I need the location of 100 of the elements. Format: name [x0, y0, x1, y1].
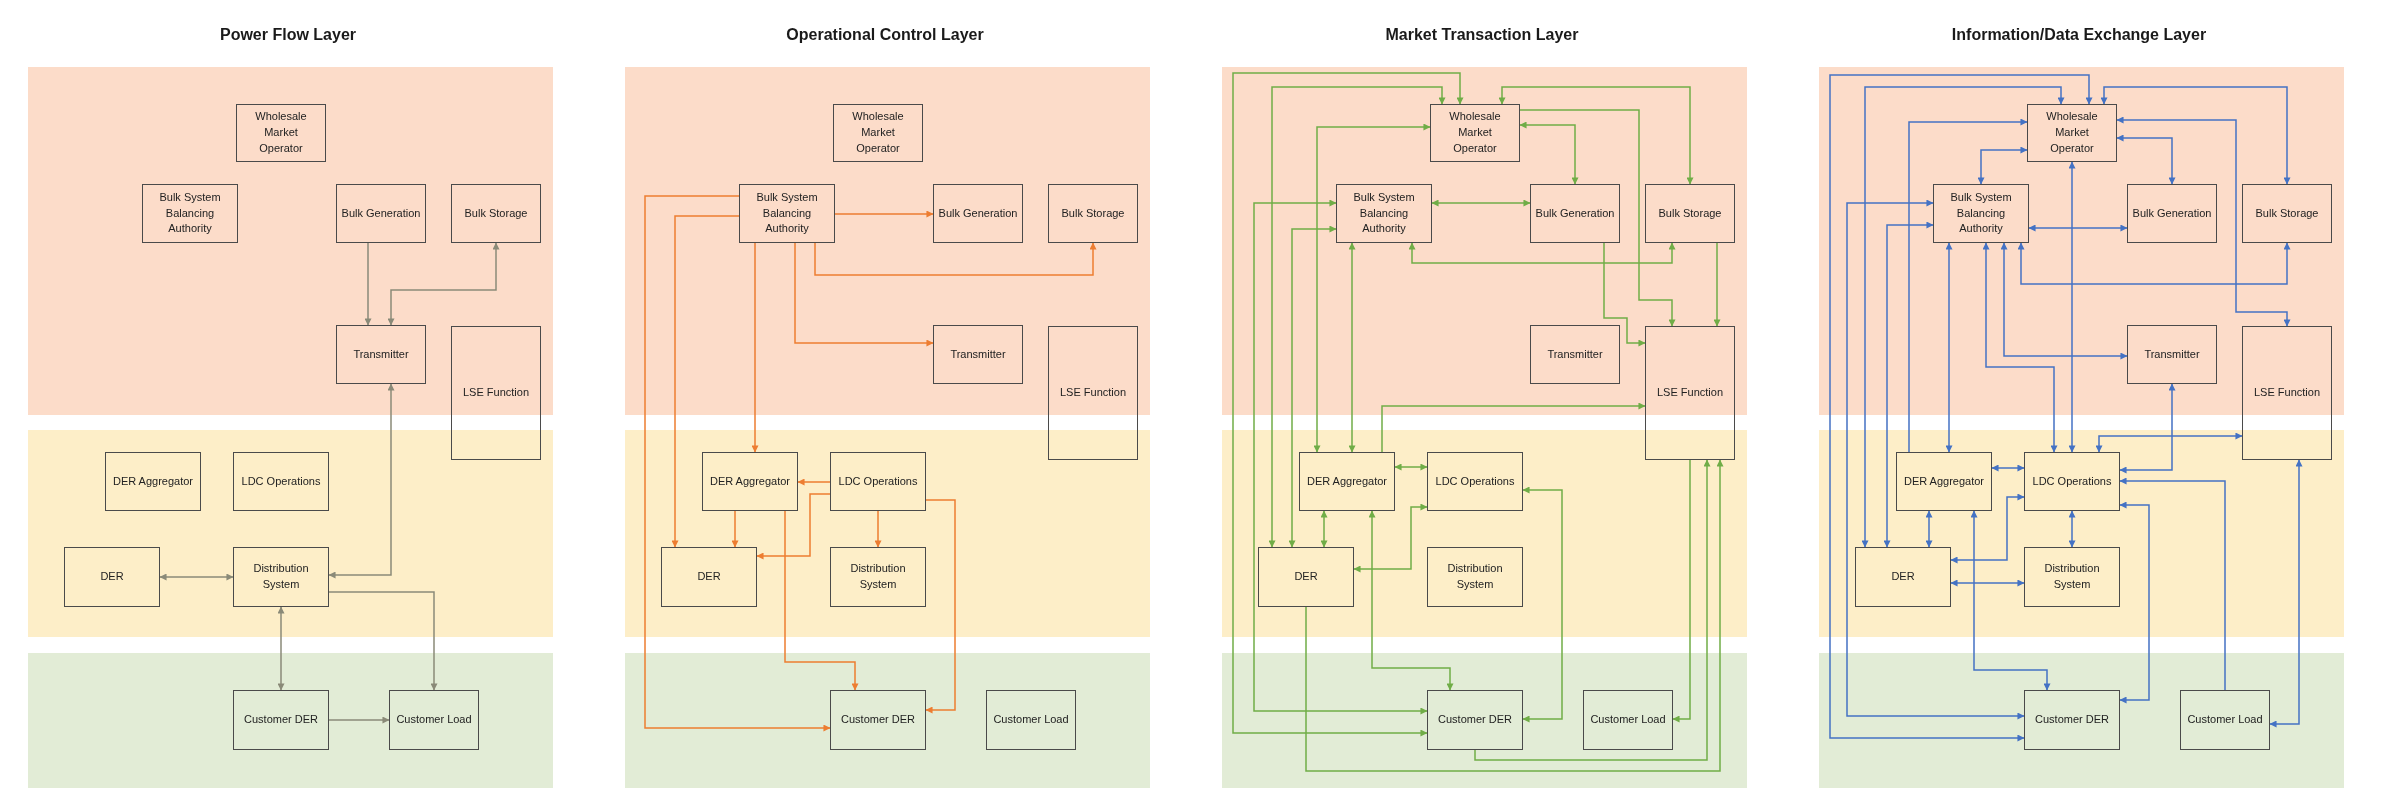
entity-box	[986, 690, 1076, 750]
entity-label: Customer Load	[396, 712, 472, 728]
connector-arrow	[756, 493, 831, 560]
entity-box	[233, 547, 329, 607]
connector-arrow	[834, 210, 934, 218]
entity-box	[1933, 184, 2029, 243]
entity-label: Transmitter	[353, 346, 409, 362]
entity-box	[739, 184, 835, 243]
connector-arrow	[1305, 459, 1724, 772]
connector-arrow	[671, 215, 740, 548]
entity-label: Wholesale Market Operator	[2045, 109, 2099, 156]
entity-box	[233, 452, 329, 511]
entity-box	[2024, 452, 2120, 511]
entity-label: Customer Load	[1590, 712, 1666, 728]
layer-band	[1222, 67, 1747, 415]
panel-title: Information/Data Exchange Layer	[1950, 26, 2208, 44]
entity-label: LDC Operations	[1435, 473, 1515, 489]
entity-label: LDC Operations	[241, 473, 321, 489]
double-arrow	[2119, 501, 2150, 704]
entity-box	[1048, 184, 1138, 243]
entity-box	[1427, 690, 1523, 750]
double-arrow	[1253, 199, 1428, 715]
double-arrow	[1846, 199, 2025, 720]
double-arrow	[1498, 86, 1694, 185]
entity-label: Bulk Storage	[1658, 205, 1722, 221]
double-arrow	[2119, 383, 2176, 474]
entity-label: LDC Operations	[838, 473, 918, 489]
entity-label: Distribution System	[849, 561, 907, 592]
entity-label: Bulk Storage	[464, 205, 528, 221]
entity-label: Bulk Generation	[2132, 205, 2212, 221]
double-arrow	[1394, 463, 1428, 471]
entity-label: DER Aggregator	[1903, 473, 1985, 489]
entity-box	[1427, 452, 1523, 511]
layer-band	[1819, 653, 2344, 788]
entity-label: DER Aggregator	[709, 473, 791, 489]
entity-box	[830, 690, 926, 750]
connector-arrow	[644, 195, 831, 732]
double-arrow	[2100, 86, 2291, 185]
entity-label: DER	[1891, 569, 1915, 585]
entity-box	[236, 104, 326, 162]
entity-label: Distribution System	[2043, 561, 2101, 592]
entity-box	[142, 184, 238, 243]
connector-arrow	[751, 242, 759, 453]
connector-arrow	[1381, 402, 1646, 453]
double-arrow	[1232, 72, 1464, 737]
entity-box	[833, 104, 923, 162]
double-arrow	[1320, 510, 1328, 548]
entity-label: Customer Load	[993, 712, 1069, 728]
entity-label: Customer Load	[2187, 712, 2263, 728]
entity-label: Bulk Storage	[2255, 205, 2319, 221]
entity-box	[830, 452, 926, 511]
double-arrow	[1522, 486, 1563, 723]
connector-arrow	[328, 716, 390, 724]
entity-label: Transmitter	[1547, 346, 1603, 362]
connector-arrow	[874, 510, 882, 548]
connector-arrow	[784, 510, 859, 691]
double-arrow	[328, 383, 395, 579]
double-arrow	[1883, 221, 1934, 548]
entity-box	[933, 325, 1023, 384]
entity-box	[389, 690, 479, 750]
double-arrow	[159, 573, 234, 581]
double-arrow	[1977, 146, 2028, 185]
entity-label: Bulk System Balancing Authority	[1352, 189, 1416, 237]
connector-arrow	[328, 591, 438, 691]
entity-label: Transmitter	[950, 346, 1006, 362]
entity-label: LSE Function	[2253, 385, 2320, 401]
double-arrow	[1313, 123, 1431, 453]
double-arrow	[2028, 224, 2128, 232]
double-arrow	[1268, 86, 1446, 548]
connector-arrow	[1474, 459, 1711, 761]
entity-box	[2024, 547, 2120, 607]
entity-box	[2180, 690, 2270, 750]
double-arrow	[1829, 74, 2093, 742]
panel-title: Market Transaction Layer	[1384, 26, 1580, 44]
entity-label: LSE Function	[1059, 385, 1126, 401]
entity-box	[830, 547, 926, 607]
entity-label: Customer DER	[1438, 712, 1512, 728]
connector-arrow	[1603, 242, 1646, 347]
double-arrow	[1861, 86, 2065, 548]
layer-band	[28, 67, 553, 415]
double-arrow	[1519, 121, 1579, 185]
connector-arrow	[1713, 242, 1721, 327]
entity-label: Customer DER	[244, 712, 318, 728]
connector-arrow	[364, 242, 372, 326]
entity-label: Wholesale Market Operator	[851, 109, 905, 156]
connector-arrow	[925, 499, 956, 714]
double-arrow	[277, 606, 285, 691]
entity-box	[1299, 452, 1395, 511]
double-arrow	[387, 242, 500, 326]
double-arrow	[1950, 579, 2025, 587]
entity-label: Bulk Storage	[1061, 205, 1125, 221]
connector-arrow	[731, 510, 739, 548]
layer-band	[28, 430, 553, 637]
double-arrow	[1945, 242, 1953, 453]
entity-box	[2127, 184, 2217, 243]
entity-label: LSE Function	[462, 385, 529, 401]
double-arrow	[1982, 242, 2058, 453]
double-arrow	[2017, 242, 2291, 285]
entity-box	[64, 547, 160, 607]
layer-band	[625, 430, 1150, 637]
